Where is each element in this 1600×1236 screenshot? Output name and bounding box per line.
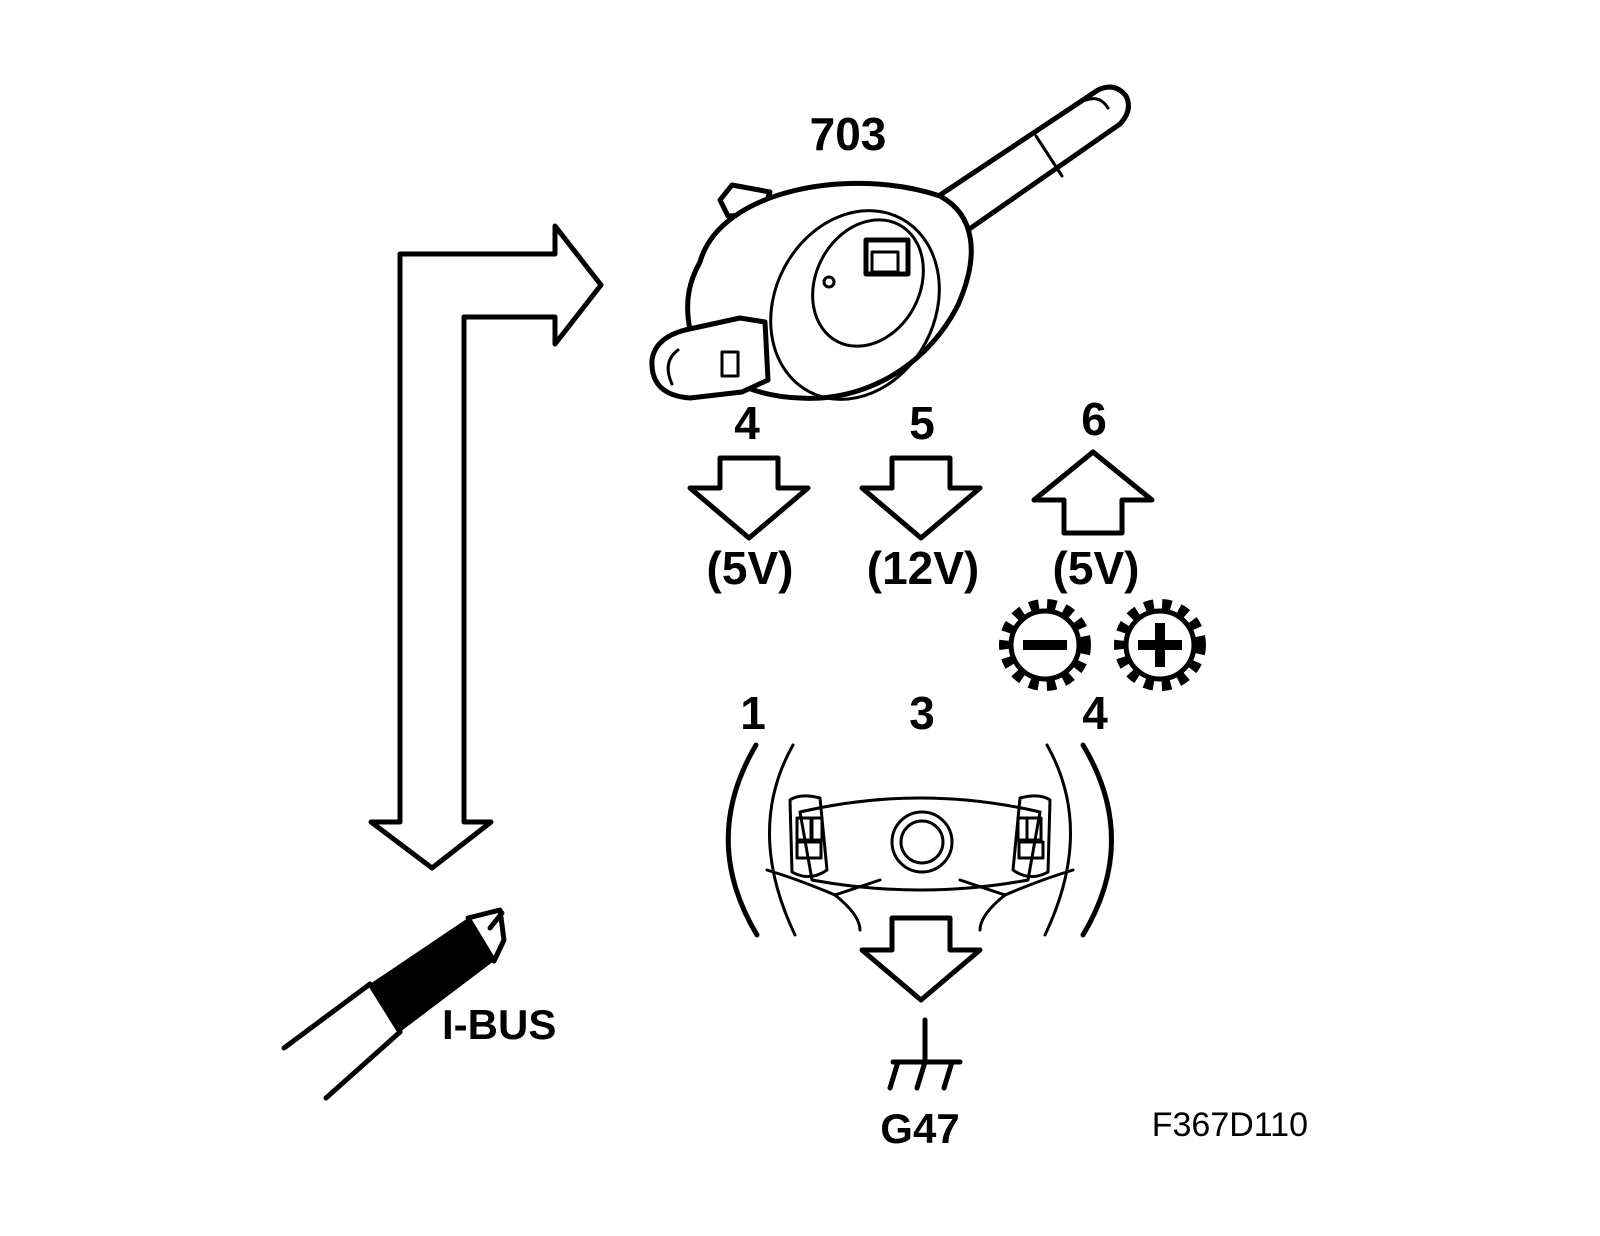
ground-down-arrow [859,915,983,1003]
pin-6-label: 6 [1081,393,1107,445]
cable-icon [281,907,507,1101]
steering-wheel [725,742,1114,938]
pin-5-label: 5 [909,397,935,449]
ground-icon [887,1017,963,1091]
steering-column-switch [649,84,1131,401]
pin-5-down-arrow [859,455,983,541]
component-label: 703 [810,108,887,160]
pin-4-label: 4 [734,397,760,449]
plus-gear-icon [1114,599,1206,691]
ground-label: G47 [880,1105,959,1152]
voltage-4-label: (5V) [707,542,794,594]
wheel-pin-4-label: 4 [1082,687,1108,739]
voltage-5-label: (12V) [867,542,979,594]
pin-4-down-arrow [687,455,811,541]
wheel-pin-3-label: 3 [909,687,935,739]
wheel-pin-1-label: 1 [740,687,766,739]
voltage-6-label: (5V) [1053,542,1140,594]
figure-code: F367D110 [1152,1106,1308,1144]
ibus-double-arrow [368,223,604,871]
minus-gear-icon [999,599,1091,691]
pin-6-up-arrow [1031,449,1155,536]
bus-label: I-BUS [442,1001,556,1048]
